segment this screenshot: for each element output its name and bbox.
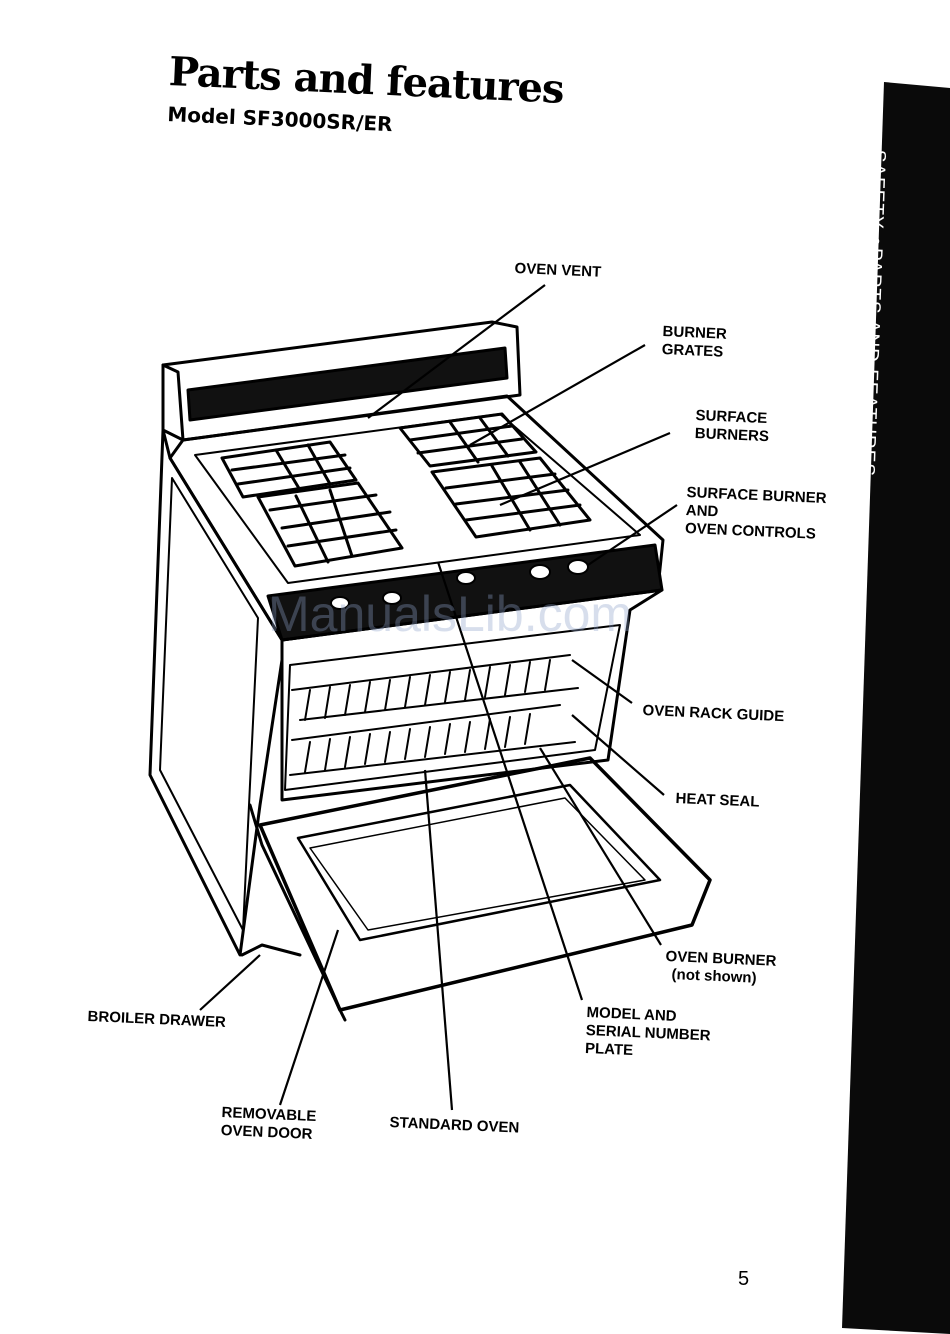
label-model-plate: MODEL AND SERIAL NUMBER PLATE [585,1004,712,1063]
label-controls: SURFACE BURNER AND OVEN CONTROLS [685,484,827,544]
left-burner-grates [222,442,402,566]
leader-heat-seal [572,715,664,795]
label-oven-burner-note: (not shown) [671,966,757,988]
label-surface-burners: SURFACE BURNERS [694,407,770,446]
leader-broiler-drawer [200,955,260,1010]
backguard-panel [188,348,507,420]
label-oven-vent: OVEN VENT [514,260,601,282]
watermark: ManualsLib.com [268,585,632,643]
label-burner-grates: BURNER GRATES [661,323,727,362]
leader-oven-door [280,930,338,1105]
label-heat-seal: HEAT SEAL [675,790,760,812]
right-burner-grates [400,414,590,537]
label-oven-door: REMOVABLE OVEN DOOR [220,1104,316,1144]
page-number: 5 [738,1268,749,1291]
